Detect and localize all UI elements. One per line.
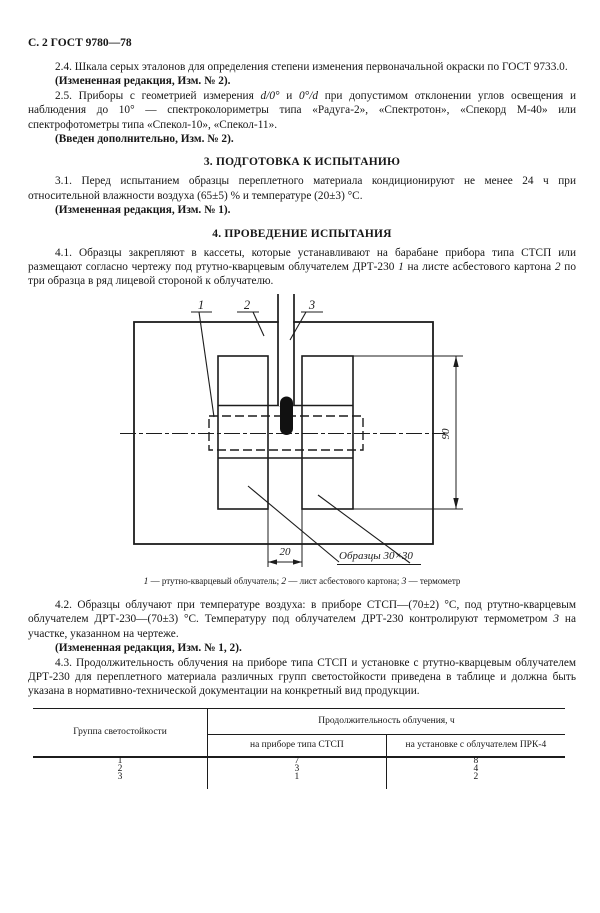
dim20-arrow-left — [268, 559, 277, 565]
paragraph-2-4: 2.4. Шкала серых эталонов для определени… — [55, 61, 568, 73]
samples-leader-right — [317, 494, 411, 564]
column-subheader-stsp: на приборе типа СТСП — [207, 734, 387, 757]
paragraph-3-1: 3.1. Перед испытанием образцы переплетно… — [28, 175, 576, 202]
paragraph-4-1: 4.1. Образцы закрепляют в кассеты, котор… — [28, 246, 576, 288]
test-arrangement-figure: 90 20 Образцы 30×30 1 — [0, 289, 600, 574]
callout-1-leader — [198, 311, 215, 417]
dim20-label: 20 — [280, 546, 292, 558]
paragraph-4-2: 4.2. Образцы облучают при температуре во… — [28, 598, 576, 640]
lightfastness-table-header: Группа светостойкости Продолжительность … — [33, 707, 565, 757]
callout-2-leader — [252, 311, 265, 337]
paragraph-4-3: 4.3. Продолжительность облучения на приб… — [28, 656, 576, 698]
note-2-4: (Измененная редакция, Изм. № 2). — [55, 75, 231, 88]
column-subheader-prk4: на установке с облучателем ПРК-4 — [405, 740, 547, 751]
sample-column-right — [301, 355, 354, 510]
samples-label: Образцы 30×30 — [339, 550, 413, 562]
table-row: 1 7 8 — [33, 755, 565, 766]
sample-column-left — [217, 355, 269, 510]
thermometer-bulb — [280, 396, 293, 435]
dim90-label: 90 — [440, 428, 452, 440]
lightfastness-table: Группа светостойкости Продолжительность … — [33, 707, 565, 789]
cell-group-1: 1 — [33, 755, 208, 766]
lightfastness-table-body: 1 7 8 2 3 4 3 1 2 — [33, 755, 565, 789]
cell-stsp-3: 1 — [207, 772, 387, 789]
callout-3-label: 3 — [308, 298, 315, 312]
samples-leader-left — [247, 485, 340, 563]
cell-prk4-3: 2 — [473, 771, 479, 782]
cell-stsp-2: 3 — [207, 764, 387, 774]
callout-1-label: 1 — [198, 298, 204, 312]
paragraph-2-5: 2.5. Приборы с геометрией измерения d/0°… — [28, 89, 576, 131]
test-arrangement-drawing: 90 20 Образцы 30×30 1 — [120, 293, 463, 567]
dim90-arrow-bottom — [453, 497, 459, 509]
column-header-duration: Продолжительность облучения, ч — [207, 707, 565, 735]
thermometer-tube-body — [278, 293, 294, 406]
table-row: 3 1 2 — [33, 771, 565, 789]
note-3-1: (Измененная редакция, Изм. № 1). — [55, 204, 231, 217]
cell-prk4-1: 8 — [386, 755, 565, 766]
note-2-5: (Введен дополнительно, Изм. № 2). — [55, 133, 234, 146]
dim90-arrow-top — [453, 355, 459, 367]
cell-group-2: 2 — [33, 764, 208, 774]
figure-caption: 1 — ртутно-кварцевый облучатель; 2 — лис… — [143, 575, 461, 587]
page-content: С. 2 ГОСТ 9780—78 2.4. Шкала серых этало… — [28, 36, 576, 789]
table-row: 2 3 4 — [33, 763, 565, 774]
section-3-heading: 3. ПОДГОТОВКА К ИСПЫТАНИЮ — [203, 156, 401, 169]
dim20-arrow-right — [293, 559, 302, 565]
column-header-group: Группа светостойкости — [33, 707, 208, 757]
cell-stsp-1: 7 — [207, 755, 387, 766]
cell-prk4-2: 4 — [473, 763, 479, 774]
note-4-2: (Измененная редакция, Изм. № 1, 2). — [55, 642, 242, 655]
callout-3-leader — [289, 311, 307, 341]
section-4-heading: 4. ПРОВЕДЕНИЕ ИСПЫТАНИЯ — [212, 227, 392, 240]
callout-2-label: 2 — [244, 298, 250, 312]
cell-group-3: 3 — [33, 772, 208, 789]
running-header: С. 2 ГОСТ 9780—78 — [28, 37, 132, 49]
